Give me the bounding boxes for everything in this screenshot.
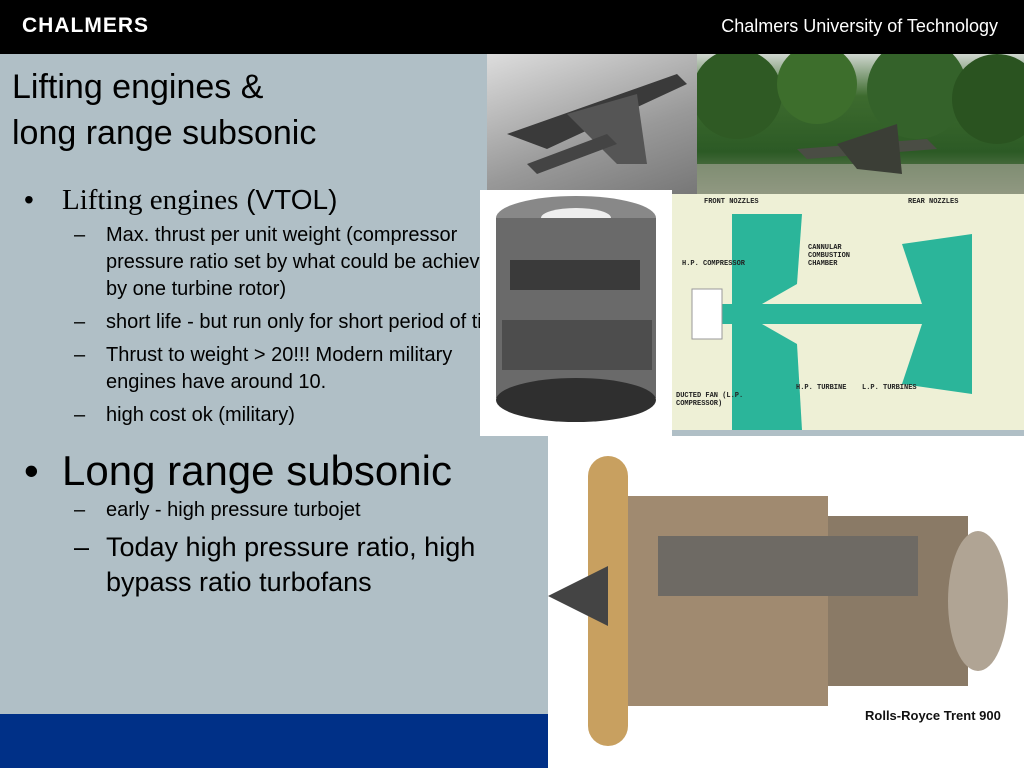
title-line-2: long range subsonic [12,114,317,152]
sub-bullet: –high cost ok (military) [74,404,295,426]
bullet-label-sans: (VTOL) [238,184,338,215]
title-line-1: Lifting engines & [12,68,264,106]
sub-bullet: –early - high pressure turbojet [74,499,361,521]
bullet-lifting-engines: • Lifting engines (VTOL) [20,182,520,218]
header-bar: CHALMERS Chalmers University of Technolo… [0,0,1024,54]
bullet-label: Long range subsonic [62,447,452,494]
sub-bullet-text: Today high pressure ratio, high bypass r… [106,532,476,597]
sub-bullet-text: Thrust to weight > 20!!! Modern military… [106,344,453,393]
sub-bullet-text: Max. thrust per unit weight (compressor … [106,224,502,300]
diagram-label: REAR NOZZLES [908,198,959,206]
sub-bullet-text: high cost ok (military) [106,404,295,426]
bullet-dot: • [24,447,39,494]
trent-900-caption: Rolls-Royce Trent 900 [865,708,1001,723]
footer-bar [0,714,548,768]
diagram-label: FRONT NOZZLES [704,198,759,206]
bullet-list: • Lifting engines (VTOL) –Max. thrust pe… [20,182,520,606]
lift-engine-photo [480,190,672,436]
slide-title: Lifting engines & long range subsonic [12,64,316,156]
bullet-dot: • [24,184,34,215]
diagram-label: CANNULAR COMBUSTION CHAMBER [808,244,851,268]
sub-bullet: –short life - but run only for short per… [74,311,510,333]
bullet-label-serif: Lifting engines [62,184,239,216]
trent-900-cutaway [548,436,1024,768]
diagram-label: H.P. COMPRESSOR [682,260,746,268]
vtol-aircraft-photo [487,54,697,194]
university-name: Chalmers University of Technology [721,16,998,36]
sub-bullet-text: early - high pressure turbojet [106,499,361,521]
sub-bullet: –Today high pressure ratio, high bypass … [74,532,476,597]
lift-engine-schematic: FRONT NOZZLES REAR NOZZLES H.P. COMPRESS… [672,194,1024,430]
bullet-long-range: • Long range subsonic [20,445,520,497]
diagram-label: L.P. TURBINES [862,384,917,392]
diagram-label: DUCTED FAN (L.P. COMPRESSOR) [676,392,744,408]
harrier-photo [697,54,1024,194]
sub-bullet: –Max. thrust per unit weight (compressor… [74,224,502,300]
diagram-label: H.P. TURBINE [796,384,847,392]
chalmers-logo: CHALMERS [22,14,149,37]
sub-bullet: –Thrust to weight > 20!!! Modern militar… [74,344,453,393]
sub-bullet-text: short life - but run only for short peri… [106,311,510,333]
